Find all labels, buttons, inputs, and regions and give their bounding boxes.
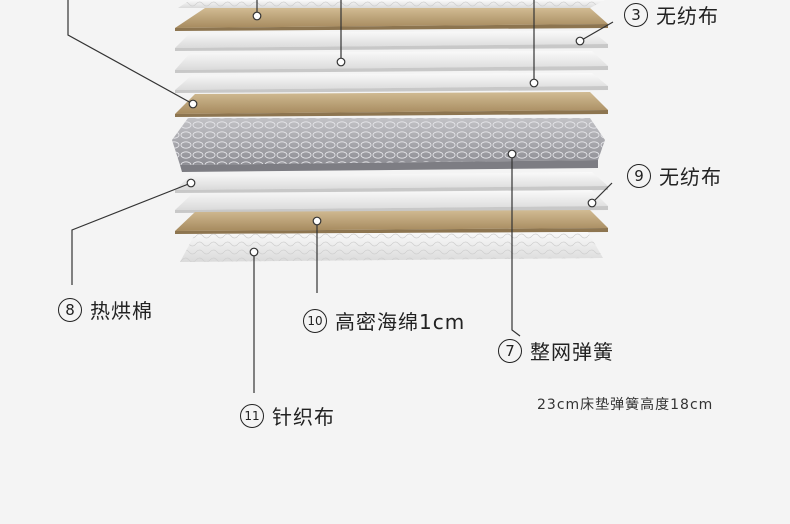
layer-fabric-4: [175, 73, 608, 93]
label-number-badge: 8: [58, 297, 82, 322]
label-10-foam: 10 高密海绵1cm: [303, 306, 465, 335]
layer-fabric-lower: [175, 190, 608, 213]
layer-foam-10: [175, 210, 608, 234]
label-7-spring: 7 整网弹簧: [498, 336, 614, 365]
label-text: 无纺布: [656, 4, 719, 28]
label-number-badge: 10: [303, 308, 327, 333]
label-number-badge: 7: [498, 338, 522, 363]
marker-dot: [575, 36, 585, 46]
marker-dot: [529, 78, 539, 88]
label-text: 无纺布: [659, 165, 722, 189]
label-number-badge: 9: [627, 163, 651, 188]
marker-dots: [186, 11, 597, 257]
label-number-badge: 11: [240, 403, 264, 428]
label-text: 针织布: [272, 405, 335, 429]
label-number-badge: 3: [624, 2, 648, 27]
marker-dot: [252, 11, 262, 21]
label-text: 热烘棉: [90, 299, 153, 323]
layer-fabric-2: [175, 31, 608, 51]
marker-dot: [186, 178, 196, 188]
marker-dot: [249, 247, 259, 257]
layer-top-fabric: [178, 0, 605, 8]
layer-felt-2: [175, 92, 608, 117]
label-text: 高密海绵1cm: [335, 310, 466, 334]
layer-knit-fabric-11: [180, 232, 603, 262]
spring-height-note: 23cm床垫弹簧高度18cm: [537, 397, 714, 413]
marker-dot: [587, 198, 597, 208]
layer-felt-1: [175, 8, 608, 31]
label-8-heat-cotton: 8 热烘棉: [58, 295, 153, 324]
marker-dot: [507, 149, 517, 159]
layer-fabric-9: [175, 172, 608, 193]
layer-fabric-3: [175, 51, 608, 73]
leader-lines: [67, 0, 614, 393]
label-text: 整网弹簧: [530, 340, 614, 364]
label-9-nonwoven: 9 无纺布: [627, 161, 722, 190]
label-3-nonwoven: 3 无纺布: [624, 0, 719, 29]
layer-spring-unit: [172, 118, 605, 172]
label-11-knit: 11 针织布: [240, 401, 335, 430]
marker-dot: [188, 99, 198, 109]
marker-dot: [336, 57, 346, 67]
marker-dot: [312, 216, 322, 226]
